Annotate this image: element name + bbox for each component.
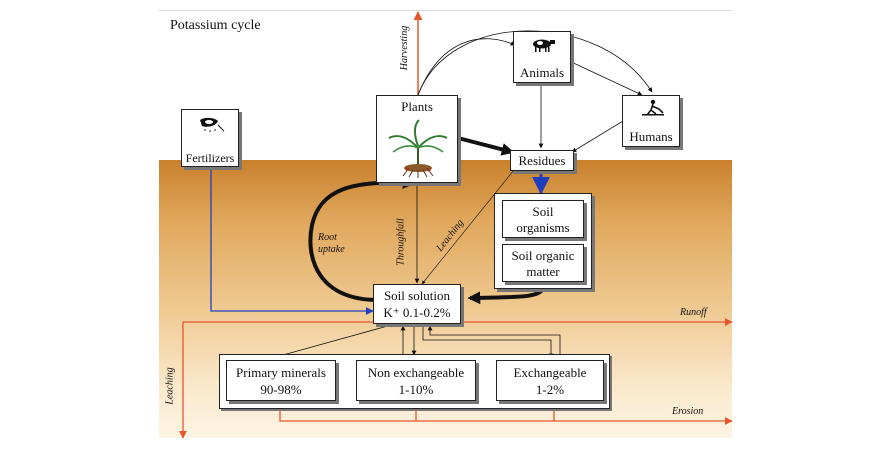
fertilizer-to-solution-arrow: [210, 168, 374, 315]
diagram-title: Potassium cycle: [170, 18, 261, 33]
plants-label: Plants: [401, 99, 433, 114]
harvesting-label: Harvesting: [399, 25, 411, 71]
root-uptake-arrow: [308, 176, 416, 302]
fertilizer-icon: [200, 117, 225, 132]
animals-to-humans-arrow: [566, 59, 643, 96]
humans-node: Humans: [622, 95, 680, 147]
top-rule: [159, 10, 732, 11]
erosion-arrow: [279, 404, 733, 425]
erosion-label: Erosion: [672, 406, 704, 417]
plant-icon: [388, 119, 448, 178]
fertilizers-node: Fertilizers: [181, 109, 239, 167]
plants-to-residues-arrow: [457, 136, 515, 156]
primary-minerals-label-2: 90-98%: [260, 382, 302, 397]
exch-to-solution-arrow: [427, 325, 561, 358]
animals-node: Animals: [513, 31, 571, 83]
exchangeable-label-2: 1-2%: [535, 382, 565, 397]
runoff-label: Runoff: [680, 307, 707, 318]
exchangeable-node: Exchangeable 1-2%: [496, 360, 604, 401]
plants-node: Plants: [376, 95, 458, 183]
root-uptake-label-1: Root: [318, 232, 337, 243]
residues-node: Residues: [510, 150, 574, 171]
fertilizers-label: Fertilizers: [185, 151, 235, 165]
plants-to-animals-arrow: [417, 38, 516, 96]
humans-label: Humans: [629, 129, 673, 144]
soil-organisms-node: Soil organisms: [502, 200, 584, 238]
humans-to-residues-arrow: [571, 117, 629, 153]
soil-solution-label-2: K⁺ 0.1-0.2%: [383, 305, 451, 320]
cow-icon: [533, 39, 555, 52]
organic-to-solution-arrow: [467, 286, 546, 305]
throughfall-label: Throughfall: [395, 218, 407, 266]
leaching-left-label: Leaching: [164, 367, 176, 405]
soil-solution-label-1: Soil solution: [383, 288, 451, 303]
leaching-residues-arrow: [421, 164, 519, 285]
exchangeable-label-1: Exchangeable: [513, 365, 587, 380]
primary-minerals-node: Primary minerals 90-98%: [226, 360, 336, 401]
non-exchangeable-node: Non exchangeable 1-10%: [356, 360, 476, 401]
soil-organic-matter-label: Soil organic matter: [511, 248, 575, 279]
primary-to-solution-arrow: [282, 322, 396, 356]
residues-label: Residues: [518, 153, 566, 168]
non-exchangeable-label-1: Non exchangeable: [367, 365, 465, 380]
primary-minerals-label-1: Primary minerals: [236, 365, 326, 380]
human-icon: [642, 99, 664, 116]
solution-to-exch-arrow: [422, 324, 554, 359]
non-exchangeable-label-2: 1-10%: [398, 382, 434, 397]
soil-organisms-label: Soil organisms: [516, 204, 570, 235]
organic-container: Soil organisms Soil organic matter: [494, 193, 592, 289]
animals-label: Animals: [519, 65, 565, 80]
root-uptake-label-2: uptake: [318, 244, 345, 255]
soil-organic-matter-node: Soil organic matter: [502, 244, 584, 282]
soil-solution-node: Soil solution K⁺ 0.1-0.2%: [373, 284, 461, 324]
